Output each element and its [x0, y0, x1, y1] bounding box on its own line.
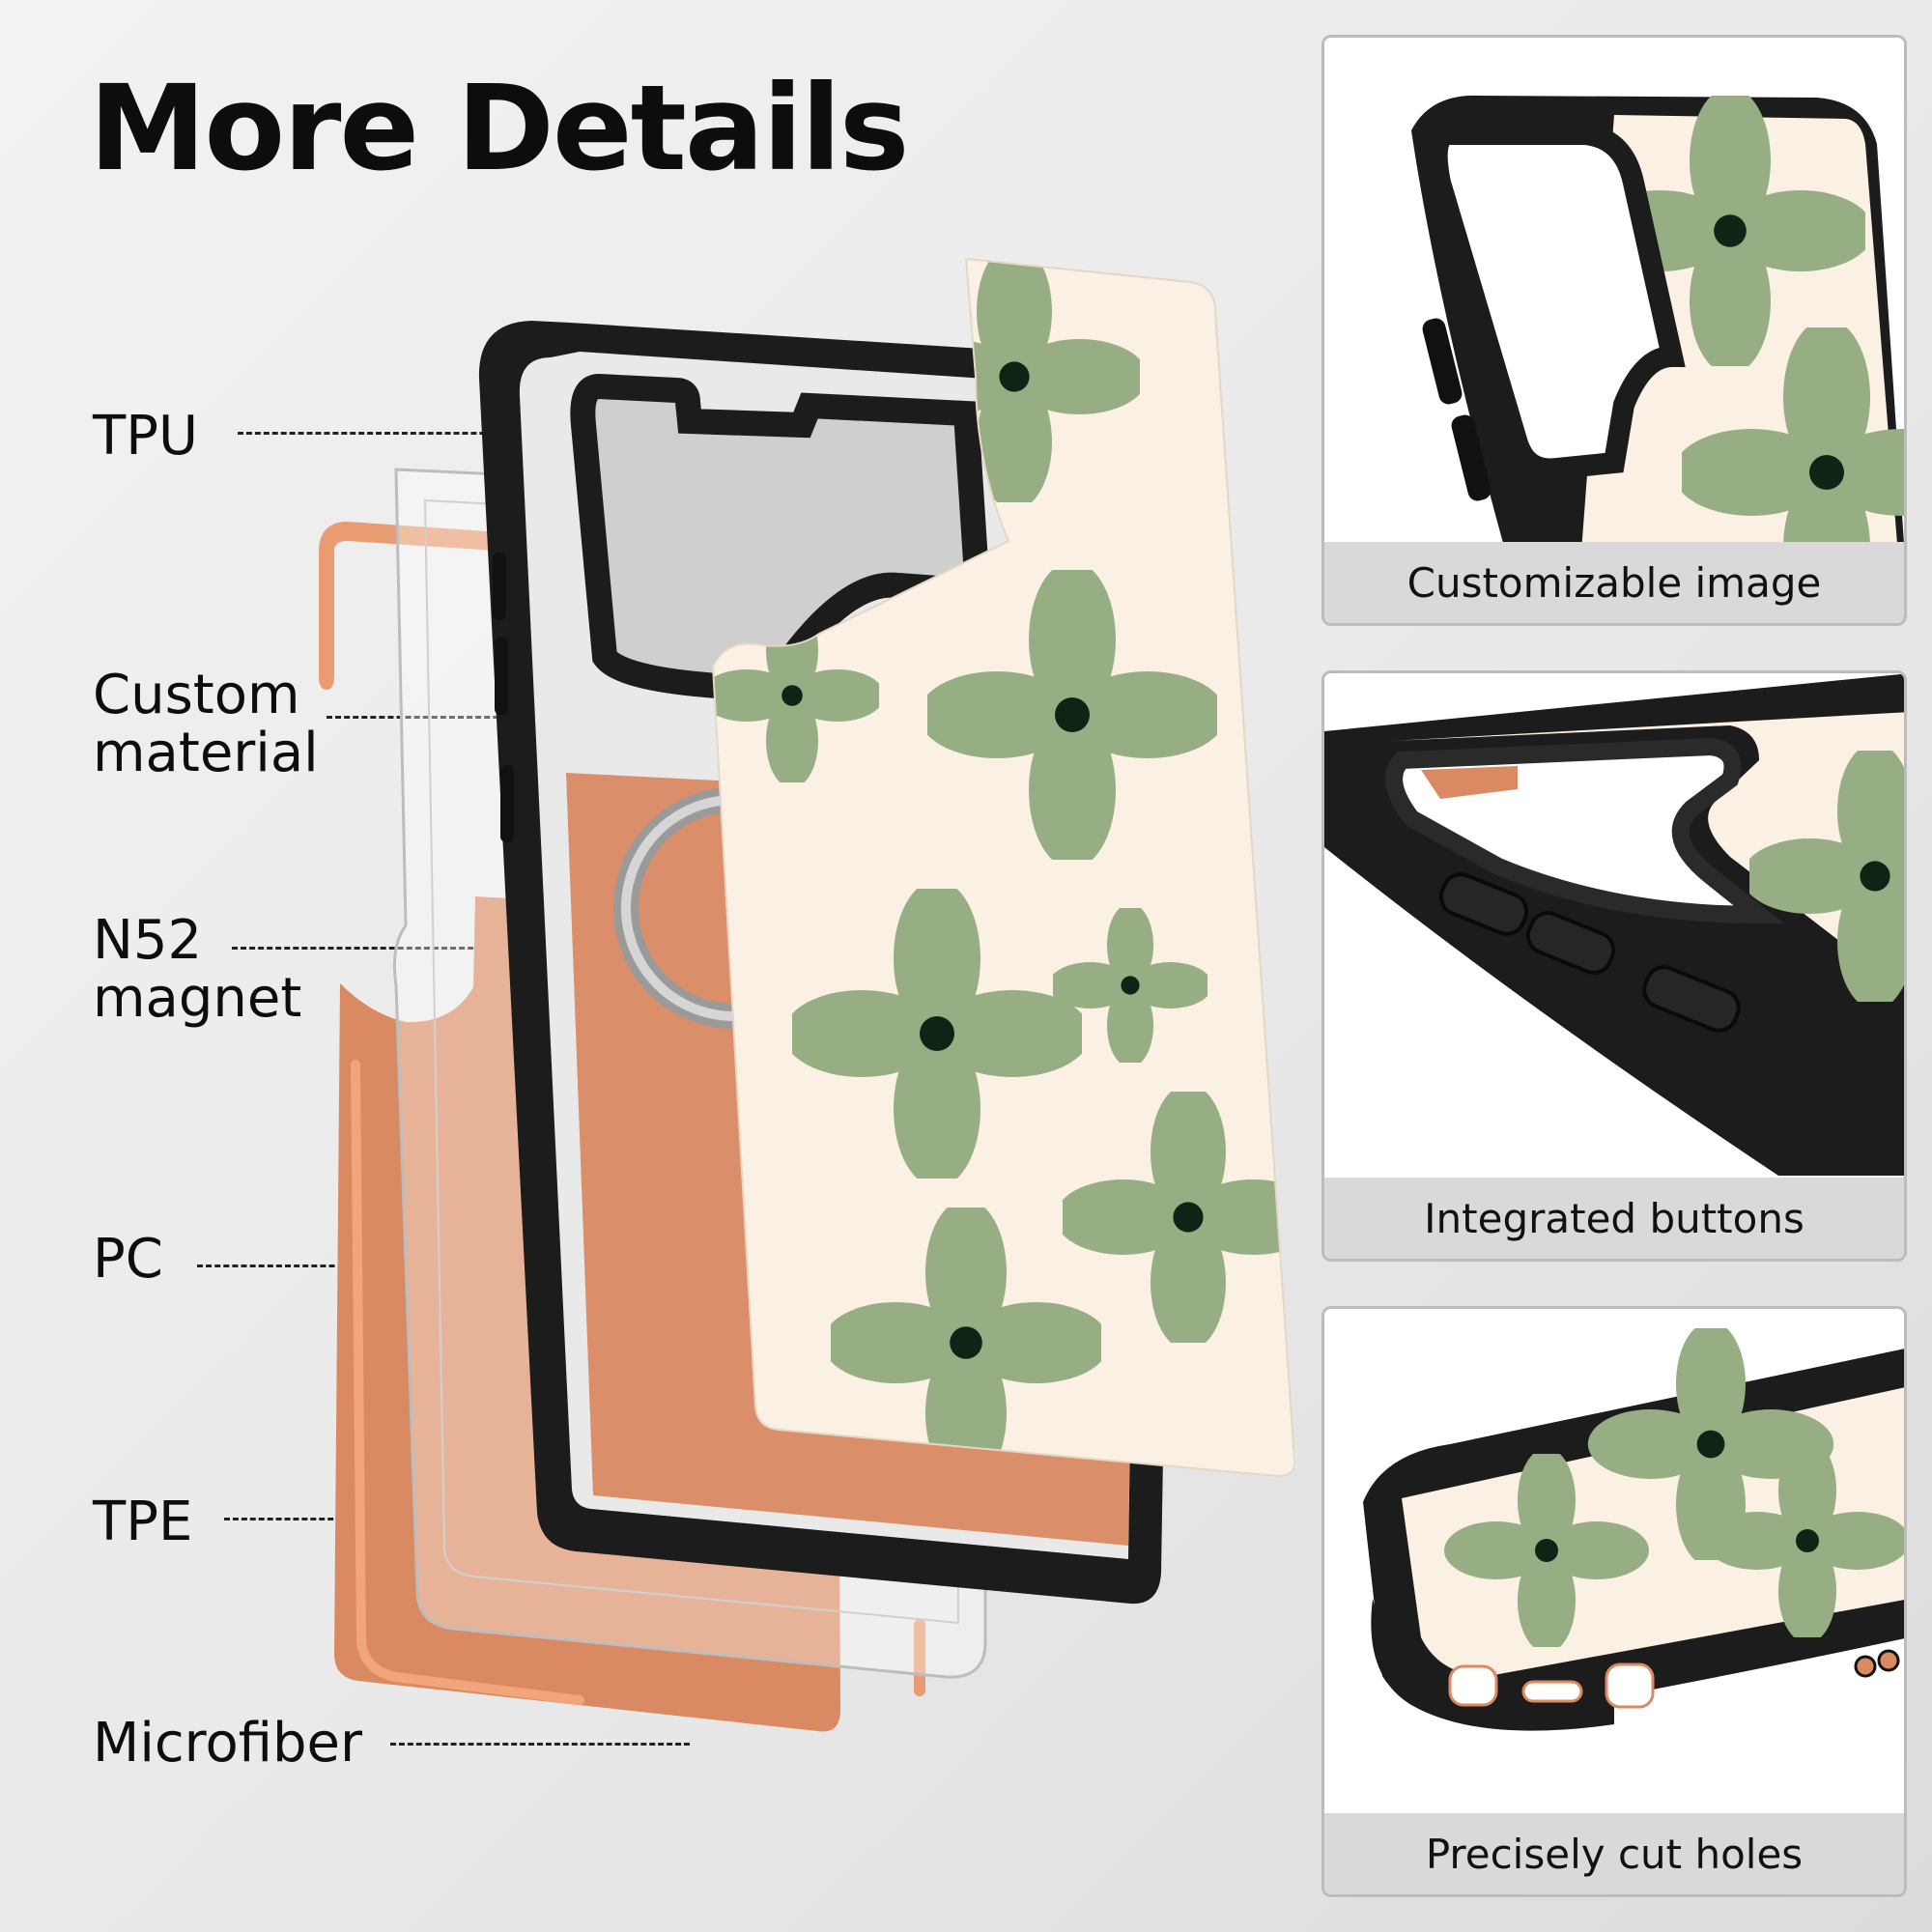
page-title: More Details	[89, 60, 910, 197]
label-pc: PC	[93, 1231, 163, 1289]
label-microfiber: Microfiber	[93, 1715, 362, 1773]
exploded-case-illustration	[319, 257, 1294, 1732]
label-tpe: TPE	[93, 1493, 192, 1551]
label-tpu: TPU	[93, 408, 198, 466]
feature-panel-customizable-image: Customizable image	[1321, 35, 1907, 626]
label-tpu-line1: TPU	[93, 405, 198, 468]
caption-precisely-cut-holes: Precisely cut holes	[1425, 1830, 1804, 1878]
label-custom-material-line2: material	[93, 722, 319, 784]
feature-panel-integrated-buttons: Integrated buttons	[1321, 670, 1907, 1262]
label-tpe-line1: TPE	[93, 1491, 193, 1553]
label-custom-material: Custom material	[93, 667, 319, 782]
label-n52-magnet-line1: N52	[93, 909, 203, 972]
feature-panel-precisely-cut-holes: Precisely cut holes	[1321, 1306, 1907, 1897]
customizable-image-illustration	[1324, 38, 1904, 623]
leader-microfiber	[390, 1743, 690, 1746]
integrated-buttons-illustration	[1324, 673, 1904, 1259]
caption-bar-customizable-image: Customizable image	[1324, 542, 1904, 623]
leader-n52-magnet	[232, 947, 657, 950]
label-custom-material-line1: Custom	[93, 664, 300, 726]
precisely-cut-holes-illustration	[1324, 1309, 1904, 1894]
caption-integrated-buttons: Integrated buttons	[1424, 1194, 1804, 1242]
caption-bar-precisely-cut-holes: Precisely cut holes	[1324, 1813, 1904, 1894]
label-n52-magnet: N52 magnet	[93, 912, 301, 1028]
caption-customizable-image: Customizable image	[1406, 558, 1822, 607]
label-pc-line1: PC	[93, 1228, 163, 1291]
leader-tpu	[238, 432, 537, 435]
leader-tpe	[224, 1518, 359, 1520]
leader-pc	[197, 1264, 458, 1267]
caption-bar-integrated-buttons: Integrated buttons	[1324, 1178, 1904, 1259]
label-n52-magnet-line2: magnet	[93, 967, 302, 1030]
label-microfiber-line1: Microfiber	[93, 1712, 363, 1775]
